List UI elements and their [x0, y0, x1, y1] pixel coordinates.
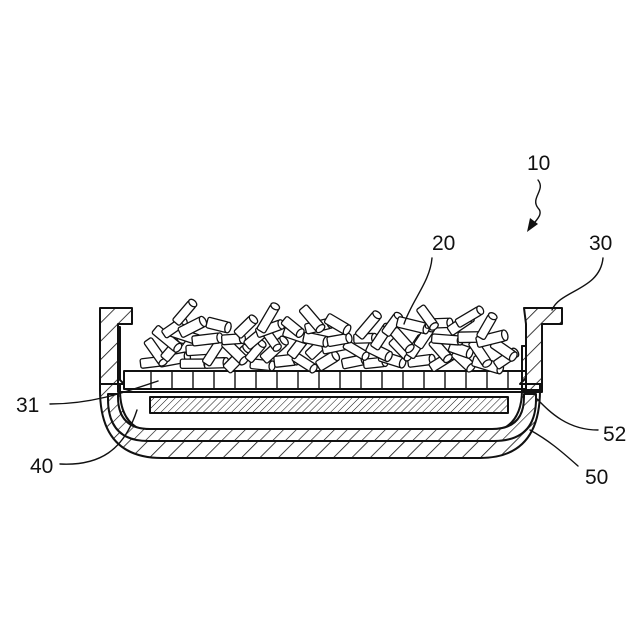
assembly-leader	[532, 180, 540, 226]
label-container: 30	[589, 232, 612, 255]
pellet-pile	[140, 298, 520, 375]
pellet	[303, 332, 331, 348]
leader-50	[530, 430, 578, 466]
pellet	[324, 313, 353, 336]
label-gap: 52	[603, 423, 626, 446]
label-heater-element: 40	[30, 455, 53, 478]
label-perforated-floor: 31	[16, 394, 39, 417]
label-outer-shell: 50	[585, 466, 608, 489]
pellet	[206, 317, 233, 334]
leader-52	[536, 398, 598, 430]
perforated-floor-slots	[151, 371, 508, 389]
heater-element	[150, 397, 508, 413]
leader-30	[552, 258, 603, 310]
container-left-wall	[100, 308, 132, 384]
label-pellets: 20	[432, 232, 455, 255]
label-assembly: 10	[527, 152, 550, 175]
